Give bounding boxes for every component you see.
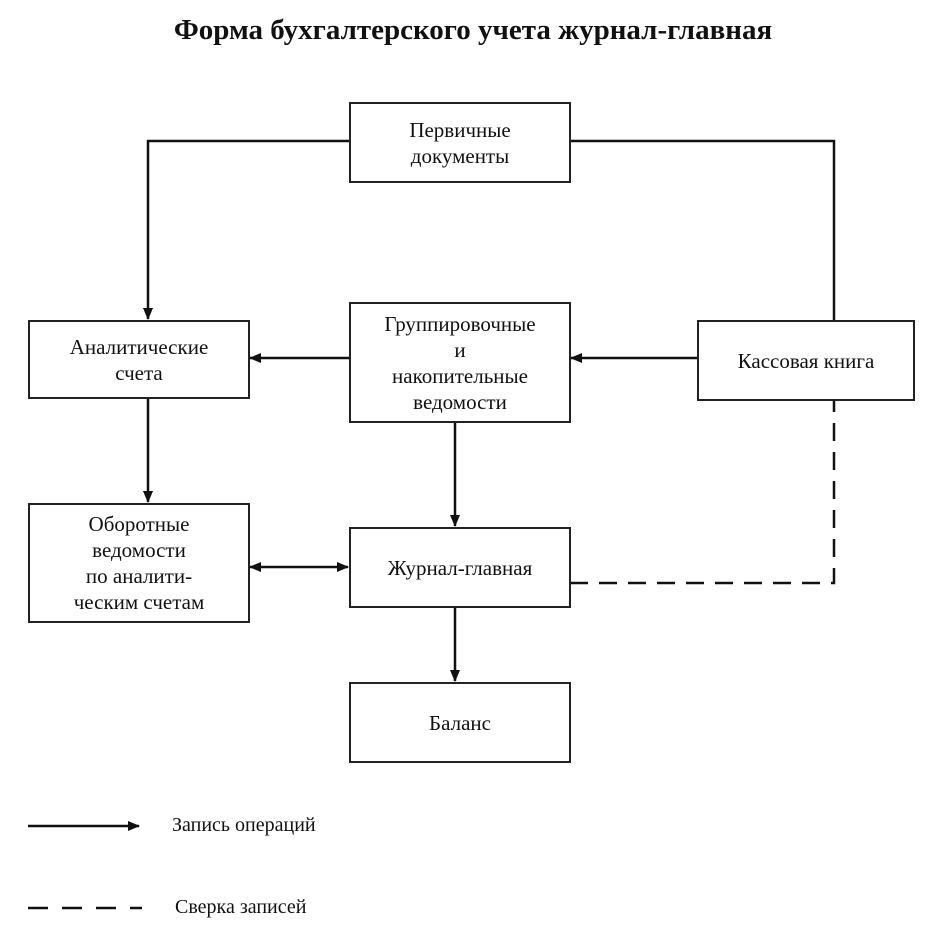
dashed-reconciliation-line (570, 400, 836, 585)
diagram-title: Форма бухгалтерского учета журнал-главна… (173, 14, 773, 46)
line-primary-to-cash (570, 139, 836, 320)
box-label: Аналитические счета (69, 334, 209, 385)
box-label: Журнал-главная (387, 555, 533, 580)
box-label: Баланс (429, 710, 491, 735)
box-grouping-statements: Группировочные и накопительные ведомости (349, 302, 571, 423)
box-label: Кассовая книга (737, 348, 875, 373)
box-primary-documents: Первичные документы (349, 102, 571, 183)
box-label: Оборотные ведомости по аналити- ческим с… (73, 512, 205, 614)
box-analytic-accounts: Аналитические счета (28, 320, 250, 399)
legend-dashed-label: Сверка записей (175, 896, 307, 918)
legend-solid-label: Запись операций (172, 814, 316, 836)
box-balance: Баланс (349, 682, 571, 763)
box-journal-main: Журнал-главная (349, 527, 571, 608)
arrow-primary-to-analytic (143, 139, 349, 320)
box-label: Группировочные и накопительные ведомости (384, 311, 536, 414)
box-label: Первичные документы (409, 117, 511, 168)
box-turnover-statements: Оборотные ведомости по аналити- ческим с… (28, 503, 250, 623)
box-cash-book: Кассовая книга (697, 320, 915, 401)
